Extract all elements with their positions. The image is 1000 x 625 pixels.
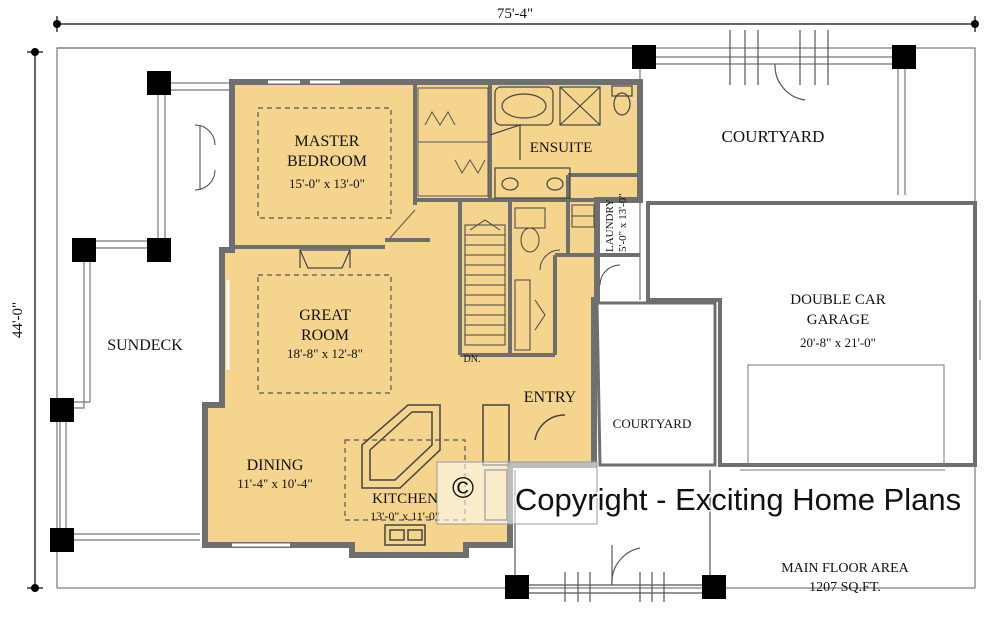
- master-bedroom-label-2: BEDROOM: [287, 153, 367, 170]
- post: [50, 398, 74, 422]
- post: [892, 45, 916, 69]
- post: [72, 238, 96, 262]
- garage-structure: [646, 201, 977, 467]
- dining-size: 11'-4" x 10'-4": [237, 476, 312, 491]
- room-labels: MASTER BEDROOM 15'-0" x 13'-0" ENSUITE L…: [107, 127, 909, 595]
- floor-area-value: 1207 SQ.FT.: [809, 580, 881, 595]
- post: [147, 71, 171, 95]
- kitchen-label: KITCHEN: [372, 491, 438, 507]
- stairs: [464, 219, 506, 346]
- room-outlines: [257, 107, 466, 521]
- great-room-label-2: ROOM: [301, 327, 349, 344]
- entry-gate: [514, 30, 829, 602]
- ensuite-fixtures: [489, 85, 633, 199]
- depth-dimension: 44'-0": [10, 302, 26, 338]
- master-bedroom-label-1: MASTER: [295, 133, 360, 150]
- width-dimension: 75'-4": [497, 6, 533, 22]
- great-room-label-1: GREAT: [299, 307, 351, 324]
- dimension-dot: [53, 20, 61, 28]
- sundeck-label: SUNDECK: [107, 337, 183, 354]
- garage-label-1: DOUBLE CAR: [790, 292, 885, 308]
- courtyard-mid-label: COURTYARD: [613, 416, 692, 431]
- dimension-dot: [971, 20, 979, 28]
- entry-label: ENTRY: [524, 389, 577, 406]
- laundry-label: LAUNDRY: [604, 199, 616, 252]
- post: [702, 575, 726, 599]
- laundry-appliances: [571, 204, 621, 286]
- windows: [226, 80, 340, 547]
- dining-label: DINING: [247, 457, 304, 474]
- stairs-label: DN.: [464, 354, 481, 365]
- posts: [50, 45, 916, 599]
- closets: [389, 87, 489, 239]
- post: [632, 45, 656, 69]
- garage-label-2: GARAGE: [807, 312, 870, 328]
- copyright-symbol: ©: [452, 472, 474, 505]
- post: [147, 238, 171, 262]
- post: [50, 528, 74, 552]
- garage-details: [740, 300, 981, 471]
- dimension-dot: [31, 48, 39, 56]
- fireplace: [299, 249, 351, 269]
- kitchen-size: 13'-0" x 11'-0": [370, 509, 440, 523]
- dimension-dot: [31, 584, 39, 592]
- post: [505, 575, 529, 599]
- interior-walls: [232, 82, 640, 357]
- garage-size: 20'-8" x 21'-0": [800, 335, 876, 350]
- powder-room: [514, 207, 561, 351]
- courtyard-lower: [595, 301, 717, 467]
- great-room-size: 18'-8" x 12'-8": [287, 346, 363, 361]
- copyright-watermark: © Copyright - Exciting Home Plans: [436, 461, 963, 525]
- master-bedroom-size: 15'-0" x 13'-0": [289, 176, 365, 191]
- courtyard-top-label: COURTYARD: [722, 127, 825, 146]
- laundry-size: 5'-0" x 13'-0": [617, 193, 629, 252]
- ensuite-label: ENSUITE: [530, 140, 593, 156]
- copyright-text: Copyright - Exciting Home Plans: [515, 482, 961, 517]
- floor-area-label: MAIN FLOOR AREA: [781, 561, 909, 576]
